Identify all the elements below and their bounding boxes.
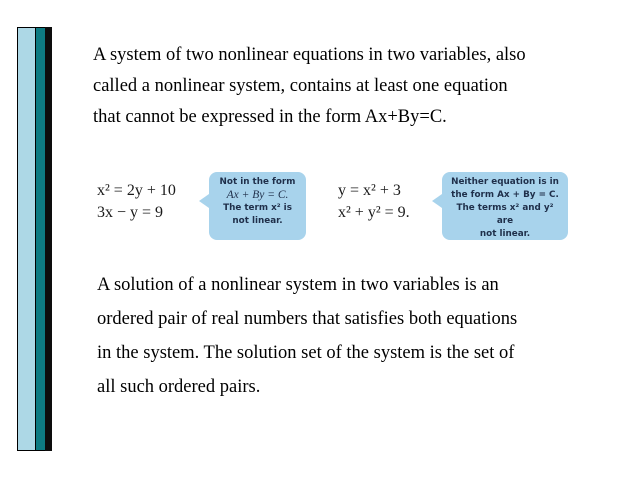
example2-equation-1: y = x² + 3 — [338, 182, 401, 199]
example2-callout: Neither equation is in the form Ax + By … — [432, 172, 568, 240]
solution-line: ordered pair of real numbers that satisf… — [97, 309, 518, 329]
left-bar-light — [17, 27, 36, 451]
callout-line: Neither equation is in — [451, 177, 559, 187]
definition-line: that cannot be expressed in the form Ax+… — [93, 107, 447, 127]
left-bar-dark — [45, 27, 52, 451]
callout-line: not linear. — [232, 216, 283, 226]
solution-line: all such ordered pairs. — [97, 377, 261, 397]
callout-line: The term x² is — [223, 203, 292, 213]
callout-line: Ax + By = C. — [226, 189, 289, 201]
callout-line: The terms x² and y² are — [456, 203, 554, 226]
callout-line: not linear. — [479, 229, 531, 239]
example2-equation-2: x² + y² = 9. — [338, 204, 410, 221]
example1-equation-1: x² = 2y + 10 — [97, 182, 176, 199]
solution-line: in the system. The solution set of the s… — [97, 343, 515, 363]
left-bar-teal — [36, 27, 45, 451]
example2-equations: y = x² + 3 x² + y² = 9. — [338, 180, 410, 224]
definition-line: called a nonlinear system, contains at l… — [93, 76, 508, 96]
example1-callout: Not in the form Ax + By = C. The term x²… — [199, 172, 306, 240]
example1-equation-2: 3x − y = 9 — [97, 204, 164, 221]
solution-paragraph: A solution of a nonlinear system in two … — [97, 268, 517, 404]
callout-line: Not in the form — [219, 177, 296, 187]
solution-line: A solution of a nonlinear system in two … — [97, 275, 499, 295]
definition-paragraph: A system of two nonlinear equations in t… — [93, 40, 526, 133]
definition-line: A system of two nonlinear equations in t… — [93, 45, 526, 65]
example1-equations: x² = 2y + 10 3x − y = 9 — [97, 180, 176, 224]
callout-line: the form Ax + By = C. — [451, 190, 559, 200]
